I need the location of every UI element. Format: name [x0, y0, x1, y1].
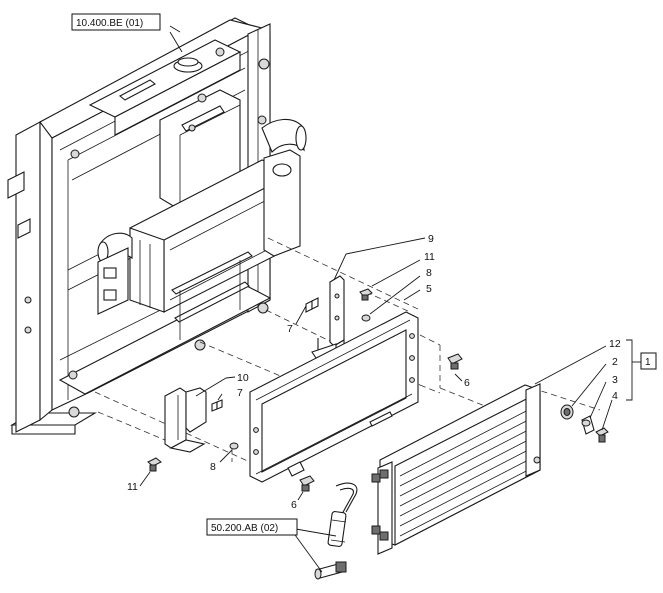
callout-5: 5 — [426, 283, 432, 295]
lower-bracket-10 — [164, 387, 223, 453]
callout-4: 4 — [612, 390, 618, 402]
callout-2: 2 — [612, 356, 618, 368]
kit-label: 1 — [645, 357, 651, 368]
callout-7-upper: 7 — [287, 323, 293, 335]
callout-9: 9 — [428, 233, 434, 245]
hardware-kit — [560, 404, 609, 443]
callout-11-lower: 11 — [127, 481, 138, 493]
washer-8-upper — [361, 314, 371, 322]
reference-top[interactable]: 10.400.BE (01) — [71, 13, 161, 31]
callout-numbers: 9 11 8 5 7 12 2 3 4 6 10 7 8 11 6 — [127, 233, 621, 511]
leader-lines — [139, 25, 642, 573]
callout-8-upper: 8 — [426, 267, 432, 279]
nut-6-right — [447, 353, 463, 370]
callout-12: 12 — [609, 338, 621, 350]
callout-3: 3 — [612, 374, 618, 386]
receiver-drier — [314, 482, 358, 580]
callout-6-lower: 6 — [291, 499, 297, 511]
condenser-fins — [399, 405, 537, 537]
bolt-11-upper — [359, 288, 373, 301]
callout-10: 10 — [237, 372, 249, 384]
callout-7-lower: 7 — [237, 387, 243, 399]
callout-8-lower: 8 — [210, 461, 216, 473]
reference-bottom-label[interactable]: 50.200.AB (02) — [211, 523, 278, 534]
callout-11-upper: 11 — [424, 251, 435, 263]
nut-6-lower — [299, 475, 315, 492]
condenser-core — [371, 383, 541, 555]
callout-6-right: 6 — [464, 377, 470, 389]
reference-top-label[interactable]: 10.400.BE (01) — [76, 18, 143, 29]
bolt-11-lower — [147, 457, 162, 472]
radiator-frame-assembly — [7, 17, 307, 435]
kit-label-box: 1 — [640, 352, 657, 370]
washer-8-lower — [229, 442, 239, 450]
condenser-frame — [249, 311, 419, 483]
frame-bolts — [68, 47, 270, 418]
reference-bottom[interactable]: 50.200.AB (02) — [206, 518, 298, 536]
